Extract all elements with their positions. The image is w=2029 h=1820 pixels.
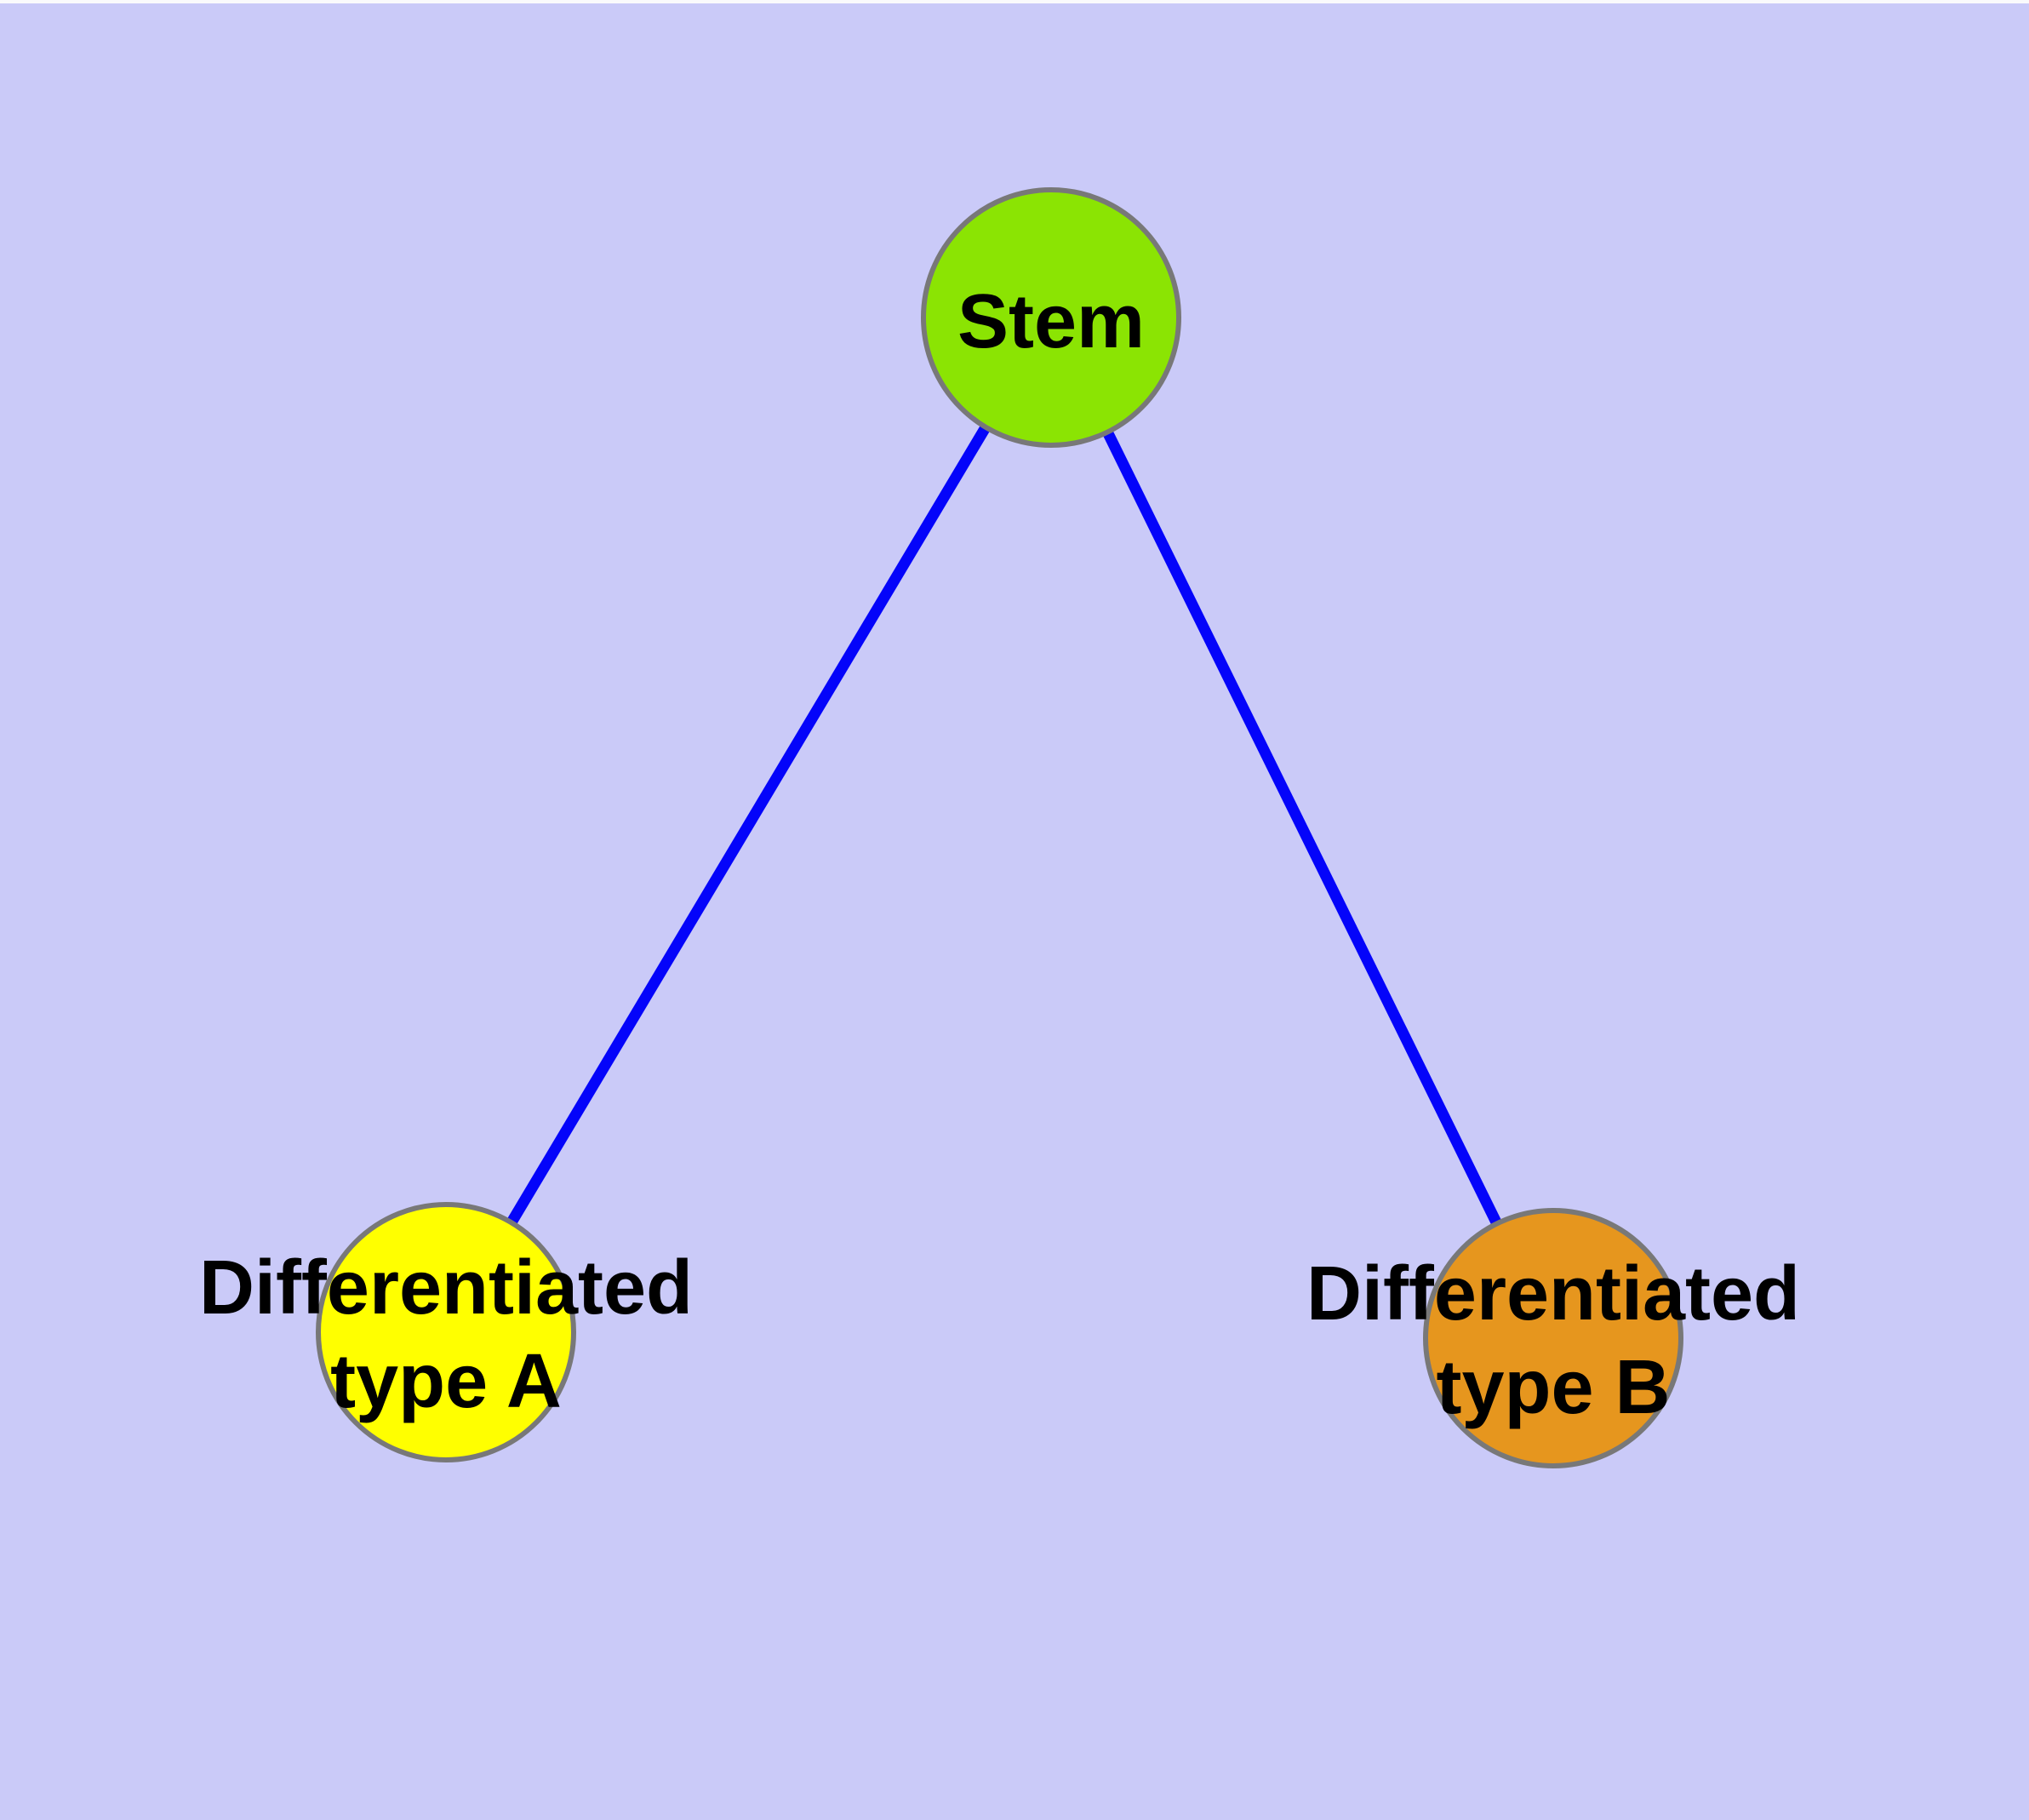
node-differentiated-type-a xyxy=(316,1202,576,1462)
node-differentiated-type-b xyxy=(1423,1208,1683,1468)
node-type-b-label-line2: type B xyxy=(1436,1345,1670,1430)
node-type-a-label-line1: Differentiated xyxy=(199,1245,693,1331)
node-stem xyxy=(921,187,1181,448)
edge-stem-to-type-a xyxy=(441,314,1056,1336)
node-stem-label: Stem xyxy=(957,279,1145,364)
node-type-a-label-line2: type A xyxy=(330,1339,562,1424)
node-type-b-label-line1: Differentiated xyxy=(1306,1251,1800,1336)
canvas-top-edge xyxy=(0,0,2029,3)
edge-stem-to-type-b xyxy=(1046,315,1558,1341)
